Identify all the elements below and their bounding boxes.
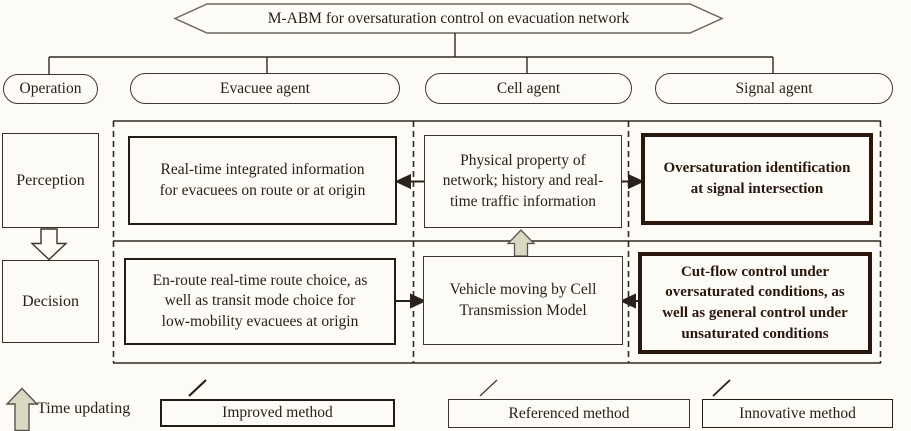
top-connector-lines: [48, 33, 774, 74]
grid-dashed-dividers: [112, 121, 882, 363]
cell-signal-perception: Oversaturation identification at signal …: [641, 133, 873, 225]
improved-method-tick: [188, 379, 207, 397]
decision-box: Decision: [2, 260, 99, 343]
pill-evacuee-agent: Evacuee agent: [130, 73, 400, 104]
cell-cell-decision: Vehicle moving by Cell Transmission Mode…: [423, 256, 623, 345]
title-hexagon: [173, 3, 724, 34]
perception-to-decision-arrow-icon: [30, 228, 68, 261]
arrow-cell-to-evacuee-perception: [394, 173, 424, 190]
legend-referenced-method: Referenced method: [448, 399, 690, 428]
cell-evacuee-perception: Real-time integrated information for eva…: [128, 136, 397, 225]
arrow-evacuee-to-cell-decision: [396, 293, 427, 309]
cell-signal-decision: Cut-flow control under oversaturated con…: [638, 252, 872, 354]
legend-improved-method: Improved method: [160, 399, 395, 427]
legend-innovative-method: Innovative method: [702, 399, 893, 428]
innovative-method-tick: [712, 379, 731, 397]
legend-time-updating-arrow-icon: [5, 387, 39, 431]
pill-cell-agent: Cell agent: [425, 73, 632, 104]
time-update-up-arrow-icon: [506, 229, 536, 257]
pill-operation: Operation: [3, 74, 98, 104]
arrow-signal-to-cell-decision: [619, 293, 638, 309]
diagram-title: M-ABM for oversaturation control on evac…: [267, 9, 630, 27]
cell-evacuee-decision: En-route real-time route choice, as well…: [124, 258, 396, 345]
cell-cell-perception: Physical property of network; history an…: [424, 135, 622, 228]
pill-signal-agent: Signal agent: [655, 73, 893, 104]
referenced-method-tick: [479, 379, 498, 397]
arrow-cell-to-signal-perception: [622, 173, 645, 190]
perception-box: Perception: [2, 133, 99, 228]
grid-horizontal-lines: [113, 120, 881, 364]
time-updating-label: Time updating: [37, 400, 131, 417]
